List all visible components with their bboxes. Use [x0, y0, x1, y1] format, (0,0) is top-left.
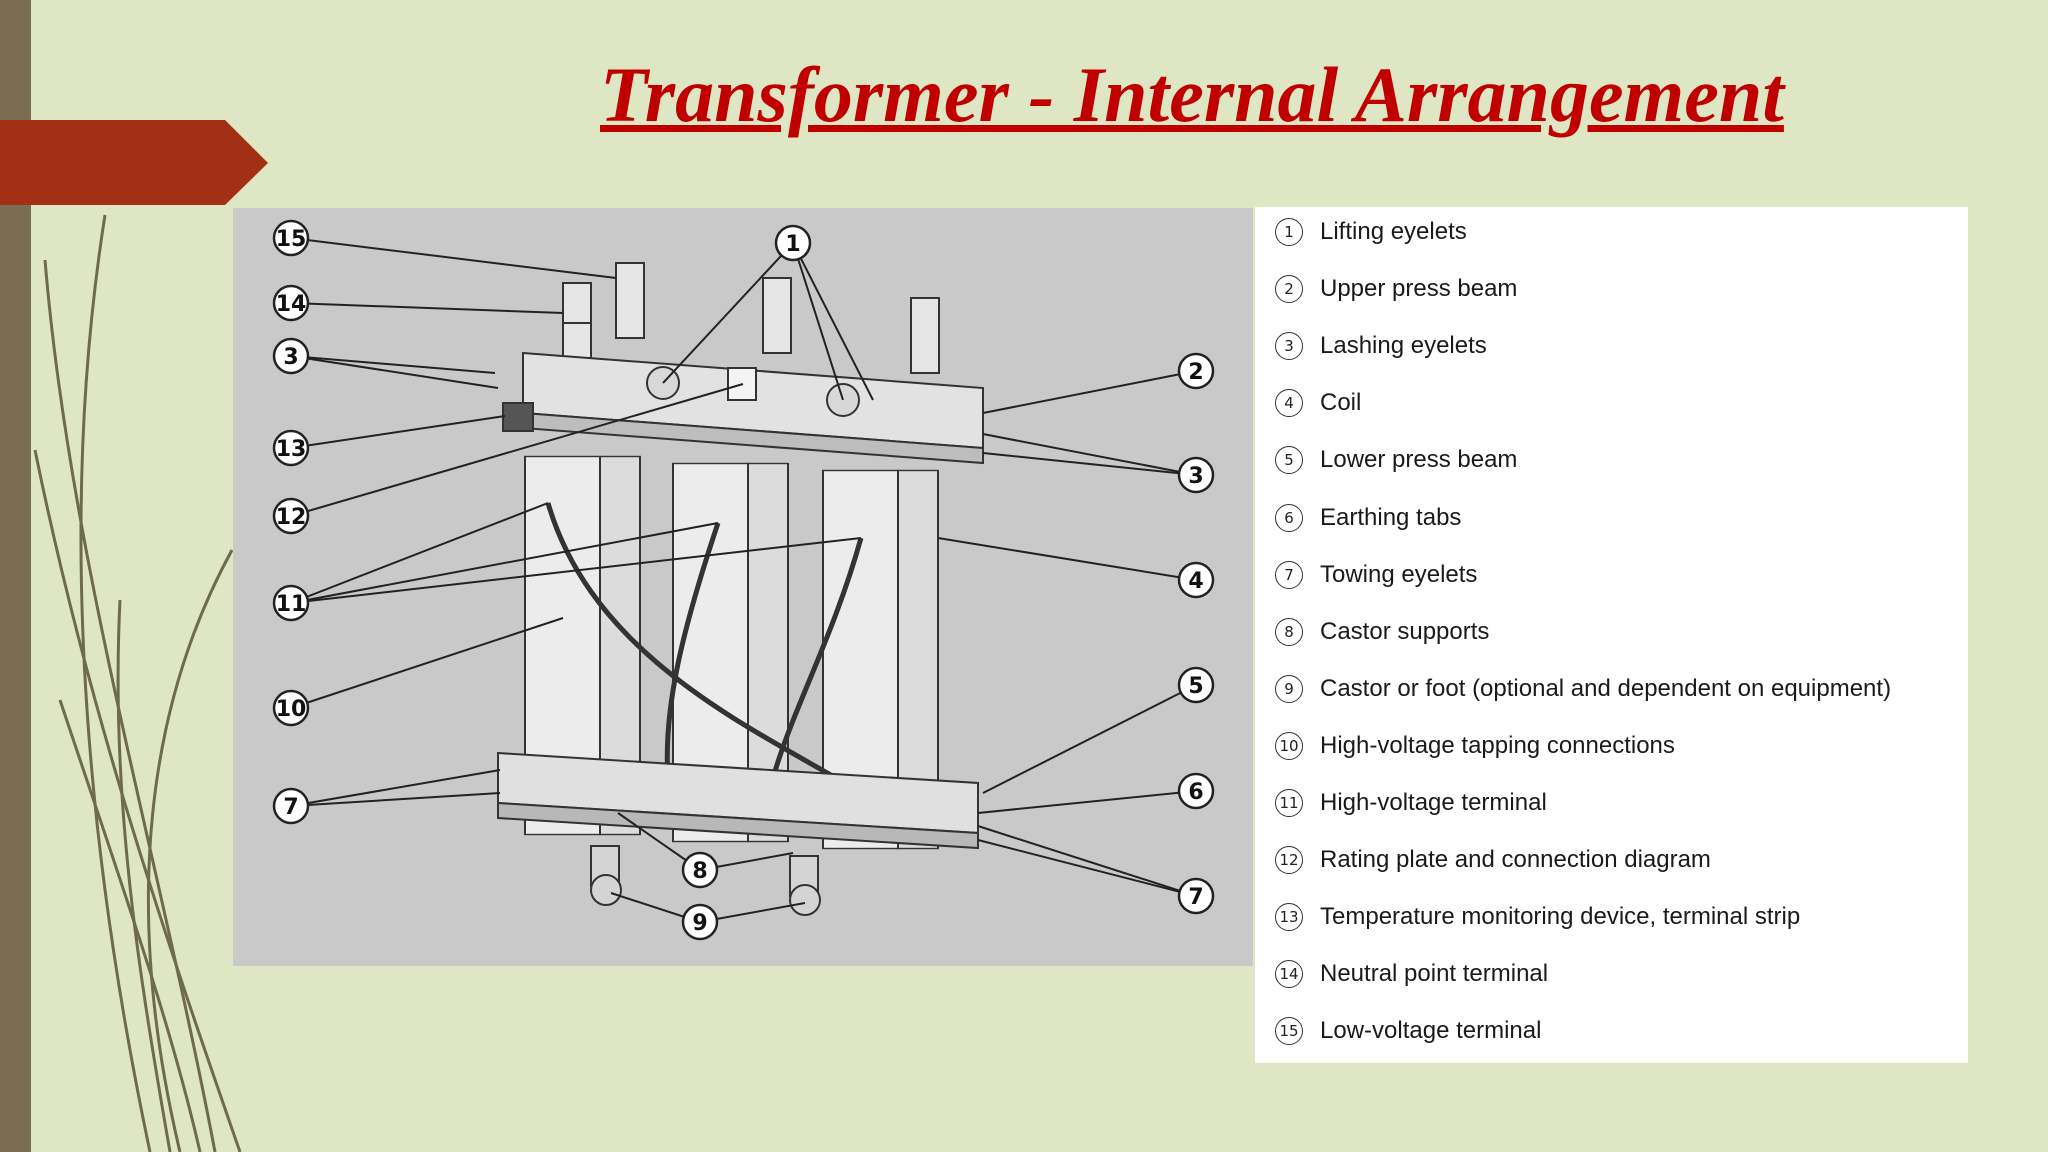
legend-label: Lifting eyelets	[1320, 218, 1467, 245]
legend-label: Neutral point terminal	[1320, 960, 1549, 987]
svg-text:8: 8	[692, 859, 707, 884]
hv-tapping-connection	[770, 537, 864, 779]
legend-number: 7	[1275, 561, 1303, 589]
callout-4: 4	[1177, 561, 1215, 599]
legend-number: 11	[1275, 789, 1303, 817]
legend-label: Low-voltage terminal	[1320, 1017, 1542, 1044]
legend-number: 14	[1275, 960, 1303, 988]
lv-terminal	[615, 262, 645, 339]
transformer-illustration: 15 14 3 13 12 11 10 7 1 2 3 4 5 6 7 8 9	[272, 219, 1215, 941]
legend-number: 6	[1275, 504, 1303, 532]
castor	[789, 884, 821, 916]
legend-number: 2	[1275, 275, 1303, 303]
legend-item: 12 Rating plate and connection diagram	[1275, 840, 1711, 880]
legend-item: 1 Lifting eyelets	[1275, 212, 1467, 252]
legend-number: 8	[1275, 618, 1303, 646]
legend-label: Coil	[1320, 389, 1362, 416]
legend-label: Lashing eyelets	[1320, 332, 1487, 359]
legend-item: 6 Earthing tabs	[1275, 498, 1461, 538]
callout-11: 11	[272, 584, 310, 622]
arrow-banner	[0, 120, 268, 205]
legend-item: 8 Castor supports	[1275, 612, 1489, 652]
svg-text:15: 15	[276, 227, 307, 252]
callout-5: 5	[1177, 666, 1215, 704]
legend-item: 15 Low-voltage terminal	[1275, 1011, 1541, 1051]
svg-text:11: 11	[276, 592, 307, 617]
callout-7-left: 7	[272, 787, 310, 825]
hv-tapping-connection	[664, 522, 721, 779]
legend-item: 5 Lower press beam	[1275, 440, 1517, 480]
legend-number: 5	[1275, 446, 1303, 474]
callout-7-right: 7	[1177, 877, 1215, 915]
legend-number: 12	[1275, 846, 1303, 874]
callout-3-right: 3	[1177, 456, 1215, 494]
legend-item: 4 Coil	[1275, 383, 1361, 423]
callout-10: 10	[272, 689, 310, 727]
legend-item: 11 High-voltage terminal	[1275, 783, 1547, 823]
lv-terminal	[762, 277, 792, 354]
neutral-terminal	[562, 322, 592, 359]
slide-title: Transformer - Internal Arrangement	[600, 51, 1784, 138]
legend-number: 1	[1275, 218, 1303, 246]
svg-text:9: 9	[692, 911, 707, 936]
legend-label: High-voltage tapping connections	[1320, 732, 1675, 759]
callout-3-left: 3	[272, 337, 310, 375]
svg-text:6: 6	[1188, 780, 1203, 805]
legend-label: Rating plate and connection diagram	[1320, 846, 1711, 873]
legend-item: 13 Temperature monitoring device, termina…	[1275, 897, 1800, 937]
temperature-device	[502, 402, 534, 432]
svg-text:7: 7	[283, 795, 298, 820]
svg-text:14: 14	[276, 292, 307, 317]
callout-13: 13	[272, 429, 310, 467]
callout-12: 12	[272, 497, 310, 535]
castor	[590, 874, 622, 906]
svg-text:3: 3	[1188, 464, 1203, 489]
legend-label: High-voltage terminal	[1320, 789, 1547, 816]
legend-item: 14 Neutral point terminal	[1275, 954, 1548, 994]
svg-text:4: 4	[1188, 569, 1203, 594]
svg-text:3: 3	[283, 345, 298, 370]
legend-panel: 1 Lifting eyelets 2 Upper press beam 3 Lash…	[1255, 207, 1968, 1063]
callout-1: 1	[774, 224, 812, 262]
legend-item: 7 Towing eyelets	[1275, 555, 1477, 595]
callout-2: 2	[1177, 352, 1215, 390]
lv-terminal	[910, 297, 940, 374]
rating-plate	[727, 367, 757, 401]
legend-item: 2 Upper press beam	[1275, 269, 1517, 309]
svg-text:2: 2	[1188, 360, 1203, 385]
svg-text:1: 1	[785, 232, 800, 257]
callout-14: 14	[272, 284, 310, 322]
svg-text:10: 10	[276, 697, 307, 722]
legend-item: 9 Castor or foot (optional and dependent …	[1275, 669, 1891, 709]
legend-label: Upper press beam	[1320, 275, 1518, 302]
legend-item: 3 Lashing eyelets	[1275, 326, 1487, 366]
legend-number: 15	[1275, 1017, 1303, 1045]
legend-number: 10	[1275, 732, 1303, 760]
callout-9: 9	[681, 903, 719, 941]
callout-8: 8	[681, 851, 719, 889]
hv-tapping-connection	[545, 502, 855, 791]
legend-number: 3	[1275, 332, 1303, 360]
legend-label: Temperature monitoring device, terminal …	[1320, 903, 1801, 930]
legend-label: Castor or foot (optional and dependent o…	[1320, 675, 1892, 702]
legend-item: 10 High-voltage tapping connections	[1275, 726, 1675, 766]
legend-number: 9	[1275, 675, 1303, 703]
svg-text:12: 12	[276, 505, 307, 530]
callout-6: 6	[1177, 772, 1215, 810]
transformer-diagram: 15 14 3 13 12 11 10 7 1 2 3 4 5 6 7 8 9	[233, 208, 1253, 966]
legend-number: 4	[1275, 389, 1303, 417]
svg-text:13: 13	[276, 437, 307, 462]
legend-label: Lower press beam	[1320, 446, 1518, 473]
callout-15: 15	[272, 219, 310, 257]
legend-number: 13	[1275, 903, 1303, 931]
neutral-terminal	[562, 282, 592, 329]
legend-label: Towing eyelets	[1320, 561, 1478, 588]
svg-text:5: 5	[1188, 674, 1203, 699]
svg-text:7: 7	[1188, 885, 1203, 910]
legend-label: Earthing tabs	[1320, 504, 1462, 531]
legend-label: Castor supports	[1320, 618, 1490, 645]
